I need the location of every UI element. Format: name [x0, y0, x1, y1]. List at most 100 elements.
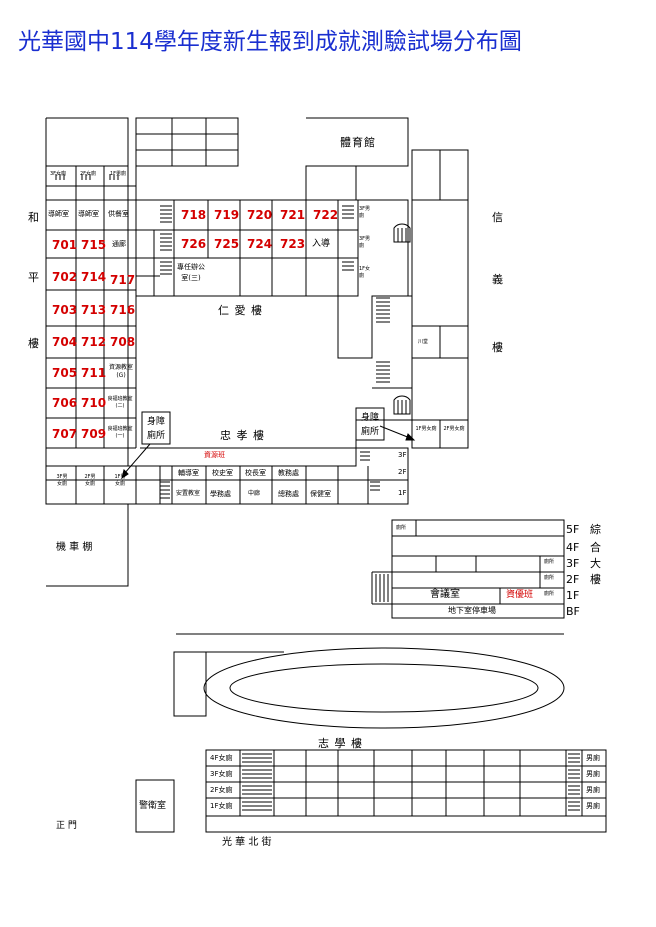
room-712: 712: [81, 335, 107, 349]
parking-label: 地下室停車場: [448, 606, 496, 615]
resource-class-label: 資源班: [204, 451, 225, 459]
gym-label: 體育館: [340, 136, 376, 149]
zhixue-1f-female-wc: 1F女廁: [210, 802, 233, 810]
room-718: 718: [181, 208, 207, 222]
accessible-wc-east: 身障廁所: [360, 413, 379, 437]
room-710: 710: [81, 396, 107, 410]
floor-2f: 2F: [398, 468, 407, 476]
room-717: 717: [110, 273, 136, 287]
guard-room-label: 警衛室: [139, 801, 167, 811]
street-label: 光 華 北 街: [222, 837, 272, 848]
gifted-class-label: 資優班: [506, 590, 534, 600]
comp-wc-1f: 廁所: [544, 591, 555, 597]
wc-1f-male: 1F男廁: [110, 171, 127, 177]
room-706: 706: [52, 396, 78, 410]
zhixue-3f-female-wc: 3F女廁: [210, 770, 233, 778]
hall-label: 中廊: [248, 490, 261, 497]
renai-building-label: 仁 愛 樓: [218, 304, 263, 317]
teaching-office: 教務處: [278, 469, 299, 477]
floor-1f: 1F: [398, 489, 407, 497]
zhixue-building-label: 志 學 樓: [318, 737, 363, 750]
room-715: 715: [81, 238, 107, 252]
zhixue-2f-male-wc: 男廁: [586, 786, 600, 794]
counsel-room-1: 導師室: [48, 210, 69, 218]
comp-wc-2f: 廁所: [544, 575, 555, 581]
counseling-room: 輔導室: [178, 469, 199, 477]
intro-label: 入導: [312, 239, 331, 249]
room-721: 721: [280, 208, 306, 222]
special-class-1: 良福班教室(一): [107, 426, 133, 439]
wc-bottom-2f: 2F男女廁: [84, 474, 96, 487]
room-701: 701: [52, 238, 78, 252]
history-room: 校史室: [212, 469, 233, 477]
room-708: 708: [110, 335, 136, 349]
room-714: 714: [81, 270, 107, 284]
room-705: 705: [52, 366, 78, 380]
elevator-hall: 川堂: [418, 339, 429, 345]
special-class-2: 良福班教室(二): [107, 396, 133, 409]
meeting-room: 會議室: [430, 589, 460, 600]
counsel-room-2: 導師室: [78, 210, 99, 218]
wc-east-2f: 2F男女廁: [443, 426, 465, 432]
supply-room: 供餐室: [108, 210, 129, 218]
comp-floor-bf: BF: [566, 605, 580, 618]
room-709: 709: [81, 427, 107, 441]
wc-side-3f: 3F男廁: [359, 206, 371, 219]
heping-char-2: 平: [28, 271, 40, 284]
zhixue-4f-male-wc: 男廁: [586, 754, 600, 762]
comp-floor-5f: 5F: [566, 523, 580, 536]
wc-bottom-3f: 3F男女廁: [56, 474, 68, 487]
room-723: 723: [280, 237, 306, 251]
wc-bottom-1f: 1F男女廁: [114, 474, 126, 487]
room-720: 720: [247, 208, 273, 222]
comp-char-1: 綜: [590, 523, 601, 536]
room-711: 711: [81, 366, 107, 380]
room-716: 716: [110, 303, 136, 317]
comp-floor-2f: 2F: [566, 573, 580, 586]
room-722: 722: [313, 208, 339, 222]
tutor-office: 專任辦公室(三): [177, 263, 205, 282]
room-724: 724: [247, 237, 273, 251]
wc-east-1f: 1F男女廁: [415, 426, 437, 432]
safety-room: 安置教室: [176, 490, 201, 497]
room-713: 713: [81, 303, 107, 317]
room-703: 703: [52, 303, 78, 317]
zhixue-1f-male-wc: 男廁: [586, 802, 600, 810]
zhixue-4f-female-wc: 4F女廁: [210, 754, 233, 762]
comp-wc-3f: 廁所: [544, 559, 555, 565]
comp-floor-3f: 3F: [566, 557, 580, 570]
room-719: 719: [214, 208, 240, 222]
xinyi-char-3: 樓: [492, 341, 504, 354]
floor-3f: 3F: [398, 451, 407, 459]
room-704: 704: [52, 335, 78, 349]
page-title: 光華國中114學年度新生報到成就測驗試場分布圖: [18, 29, 522, 55]
health-room: 保健室: [310, 490, 331, 498]
wc-side-2f: 3F男廁: [359, 236, 371, 249]
comp-wc-top: 廁所: [396, 525, 407, 531]
comp-char-4: 樓: [590, 573, 601, 586]
room-726: 726: [181, 237, 207, 251]
wc-2f-female: 2F女廁: [80, 171, 97, 177]
student-affairs: 學務處: [210, 490, 231, 498]
zhongxiao-building-label: 忠 孝 樓: [220, 429, 265, 442]
comp-floor-4f: 4F: [566, 541, 580, 554]
comp-char-3: 大: [590, 557, 601, 570]
heping-char-3: 樓: [28, 337, 40, 350]
main-gate-label: 正 門: [56, 821, 77, 831]
general-affairs: 總務處: [278, 490, 299, 498]
room-707: 707: [52, 427, 78, 441]
corridor-label: 通廊: [112, 240, 126, 248]
comp-char-2: 合: [590, 541, 601, 554]
xinyi-char-2: 義: [492, 273, 504, 286]
principal-room: 校長室: [245, 469, 266, 477]
xinyi-char-1: 信: [492, 211, 504, 224]
accessible-wc-west: 身障廁所: [146, 417, 165, 441]
comp-floor-1f: 1F: [566, 589, 580, 602]
zhixue-2f-female-wc: 2F女廁: [210, 786, 233, 794]
heping-char-1: 和: [28, 211, 40, 224]
room-725: 725: [214, 237, 240, 251]
room-702: 702: [52, 270, 78, 284]
wc-3f-female: 3F女廁: [50, 171, 67, 177]
resource-room-g: 資源教室(G): [108, 364, 133, 380]
